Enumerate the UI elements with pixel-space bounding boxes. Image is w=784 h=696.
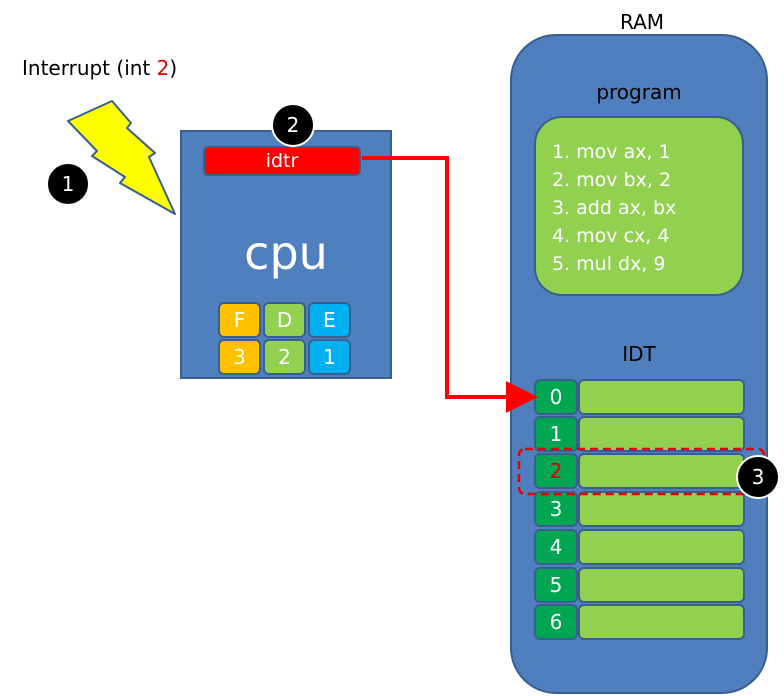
idt-index: 4 (534, 529, 578, 565)
step-marker-1: 1 (46, 162, 90, 206)
pipeline-instr-decode: 2 (263, 339, 306, 375)
interrupt-label: Interrupt (int 2) (22, 56, 177, 80)
step-marker-2: 2 (271, 103, 315, 147)
idt-index: 1 (534, 416, 578, 452)
idtr-register: idtr (203, 146, 361, 176)
idt-highlight-box (517, 447, 766, 496)
idt-index: 5 (534, 567, 578, 603)
interrupt-label-prefix: Interrupt (int (22, 56, 157, 80)
idt-row: 3 (534, 491, 745, 527)
pipeline-stage-execute: E (308, 302, 351, 338)
idt-row: 6 (534, 604, 745, 640)
idt-index: 2 (534, 453, 578, 489)
program-line: 4. mov cx, 4 (552, 225, 670, 247)
ram-title: RAM (620, 10, 665, 34)
idt-row: 0 (534, 379, 745, 415)
program-line: 1. mov ax, 1 (552, 141, 671, 163)
idt-title: IDT (622, 342, 656, 366)
pipeline-instr-fetch: 3 (218, 339, 261, 375)
program-title: program (596, 80, 682, 104)
pipeline-stage-decode: D (263, 302, 306, 338)
idt-row: 1 (534, 416, 745, 452)
idt-index: 3 (534, 491, 578, 527)
idt-index: 6 (534, 604, 578, 640)
idt-entry (578, 379, 745, 415)
idt-row-highlighted: 2 (534, 453, 745, 489)
idt-entry (578, 491, 745, 527)
program-line: 2. mov bx, 2 (552, 169, 672, 191)
idt-row: 4 (534, 529, 745, 565)
idt-entry (578, 567, 745, 603)
cpu-label: cpu (244, 226, 328, 280)
idt-entry (578, 416, 745, 452)
interrupt-label-suffix: ) (169, 56, 178, 80)
pipeline-stage-fetch: F (218, 302, 261, 338)
interrupt-number: 2 (156, 56, 170, 80)
idtr-to-idt-arrow (362, 156, 538, 413)
pipeline-instr-execute: 1 (308, 339, 351, 375)
program-box: 1. mov ax, 1 2. mov bx, 2 3. add ax, bx … (534, 116, 744, 296)
idt-row: 5 (534, 567, 745, 603)
program-line: 5. mul dx, 9 (552, 253, 666, 275)
program-line: 3. add ax, bx (552, 197, 677, 219)
idt-entry (578, 529, 745, 565)
lightning-bolt-icon (67, 100, 176, 215)
idt-entry (578, 604, 745, 640)
step-marker-3: 3 (736, 455, 780, 499)
